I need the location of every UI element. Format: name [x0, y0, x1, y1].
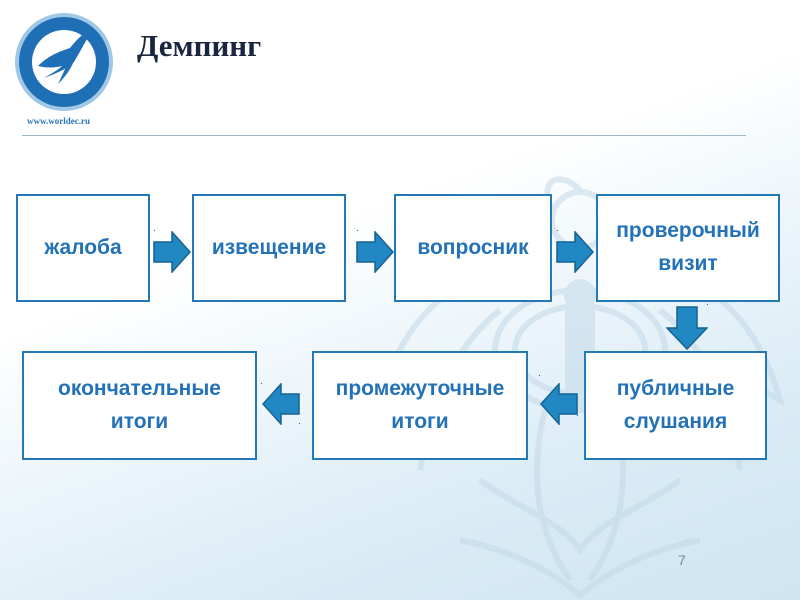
- university-bird-emblem-icon: [15, 13, 113, 111]
- arrow-left-icon: [540, 383, 578, 425]
- decorative-dot: .: [556, 223, 559, 234]
- page-number: 7: [678, 552, 686, 568]
- arrow-right-icon: [356, 231, 394, 273]
- arrow-down-icon: [666, 306, 708, 350]
- decorative-dot: .: [260, 376, 263, 387]
- step-box-final-results: окончательные итоги: [22, 351, 257, 460]
- arrow-right-icon: [556, 231, 594, 273]
- step-label-verification-visit: проверочный визит: [616, 219, 760, 275]
- arrow-right-icon: [153, 231, 191, 273]
- step-box-complaint: жалоба: [16, 194, 150, 302]
- step-box-public-hearings: публичные слушания: [584, 351, 767, 460]
- step-box-questionnaire: вопросник: [394, 194, 552, 302]
- decorative-dot: .: [298, 416, 301, 427]
- step-label-public-hearings: публичные слушания: [616, 376, 735, 433]
- step-label-questionnaire: вопросник: [417, 235, 529, 259]
- decorative-dot: .: [356, 223, 359, 234]
- step-label-interim-results: промежуточные итоги: [335, 376, 505, 433]
- step-box-verification-visit: проверочный визит: [596, 194, 780, 302]
- arrow-left-icon: [262, 383, 300, 425]
- step-label-final-results: окончательные итоги: [58, 376, 221, 433]
- decorative-dot: .: [576, 408, 579, 419]
- slide-title: Демпинг: [137, 28, 262, 63]
- decorative-dot: .: [538, 368, 541, 379]
- decorative-dot: .: [706, 297, 709, 308]
- website-url: www.worldec.ru: [27, 116, 90, 126]
- decorative-dot: .: [153, 223, 156, 234]
- header-divider: [22, 135, 746, 136]
- step-box-interim-results: промежуточные итоги: [312, 351, 528, 460]
- step-label-complaint: жалоба: [44, 235, 122, 259]
- step-box-notice: извещение: [192, 194, 346, 302]
- step-label-notice: извещение: [211, 235, 327, 259]
